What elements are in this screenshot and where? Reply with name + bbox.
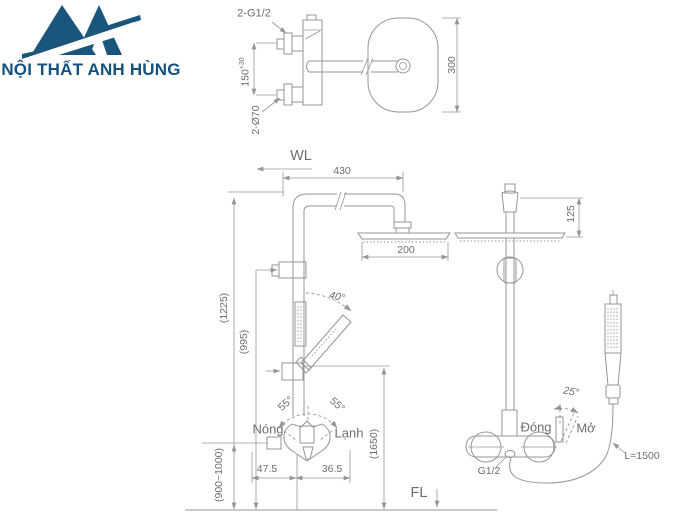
hot-label: Nóng xyxy=(252,421,284,437)
top-height-dim: 150+30 xyxy=(239,57,252,87)
close-label: Đóng xyxy=(520,419,552,435)
top-hole-label: 2-Ø70 xyxy=(249,105,262,135)
top-view-geometry xyxy=(251,15,461,112)
hose-length-dim: L=1500 xyxy=(624,449,660,462)
lever-angle-dim: 25° xyxy=(562,384,580,400)
brand-name: NỘI THẤT ANH HÙNG xyxy=(1,60,181,79)
top-head-width-dim: 300 xyxy=(445,56,458,74)
water-line-label: WL xyxy=(290,147,312,164)
side-thread-label: G1/2 xyxy=(477,464,501,477)
side-view-geometry xyxy=(455,184,625,483)
handshower-angle-dim: 40° xyxy=(328,289,347,305)
offset-left-dim: 47.5 xyxy=(256,462,278,475)
top-thread-label: 2-G1/2 xyxy=(237,7,271,20)
brand-logo: NỘI THẤT ANH HÙNG xyxy=(0,0,185,95)
side-head-depth-dim: 125 xyxy=(564,205,577,223)
head-height-dim: (1650) xyxy=(367,428,380,460)
cold-label: Lạnh xyxy=(334,425,364,441)
open-label: Mở xyxy=(576,420,596,436)
riser-height-dim: (1225) xyxy=(217,292,230,324)
valve-height-dim: (900~1000) xyxy=(212,447,225,503)
brand-logo-icon xyxy=(22,5,141,62)
bracket-height-dim: (995) xyxy=(237,329,250,355)
front-view-geometry xyxy=(185,166,497,510)
floor-line-label: FL xyxy=(410,484,428,501)
offset-right-dim: 36.5 xyxy=(321,462,343,475)
head-diameter-dim: 200 xyxy=(397,243,415,256)
arm-length-dim: 430 xyxy=(333,164,351,177)
